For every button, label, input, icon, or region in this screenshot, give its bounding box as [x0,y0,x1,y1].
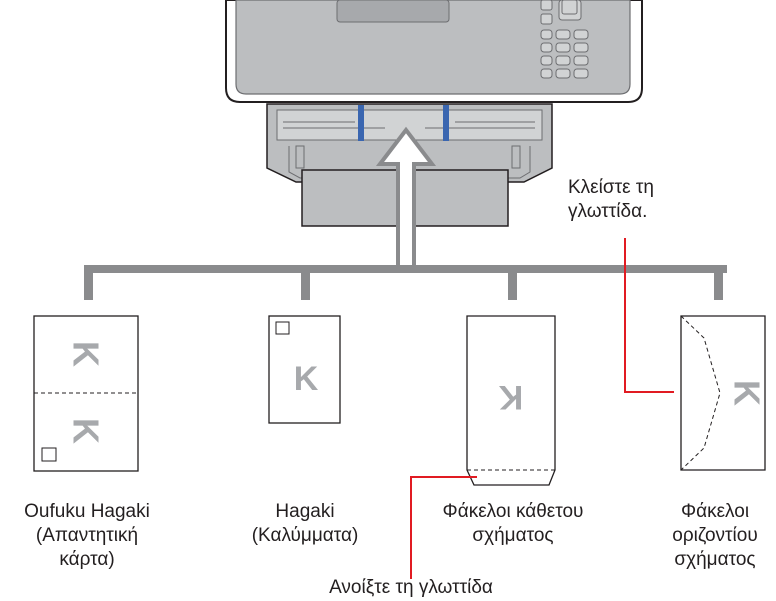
portrait-envelope: K [466,315,556,486]
media-connector [84,265,727,300]
control-panel [540,0,589,79]
close-flap-callout: Κλείστε τη γλωττίδα. [568,176,654,224]
open-flap-callout: Ανοίξτε τη γλωττίδα [290,576,532,600]
media-label-line: σχήματος [472,525,554,546]
hagaki-card: K [268,315,341,424]
media-label-line: οριζοντίου [672,525,758,546]
insertion-arrow [375,126,437,268]
card-k-mark: K [294,360,319,398]
media-label-line: (Καλύμματα) [251,525,359,546]
open-flap-callout-line [410,476,477,579]
media-label-line: σχήματος [674,549,756,570]
media-label-hagaki: Hagaki (Καλύμματα) [225,500,385,548]
paper-width-guide-left [358,105,364,141]
media-label-line: κάρτα) [59,549,115,570]
envelope-k-mark: K [498,378,523,416]
media-label-line: Φάκελοι [680,501,750,522]
oufuku-hagaki-card: K K [33,315,139,472]
card-k-mark: K [66,341,107,367]
landscape-envelope: K [680,315,768,471]
media-label-oufuku: Oufuku Hagaki (Απαντητική κάρτα) [2,500,172,572]
media-label-portrait-envelope: Φάκελοι κάθετου σχήματος [420,500,606,548]
media-label-line: Φάκελοι κάθετου [442,501,584,522]
media-label-line: Oufuku Hagaki [24,501,150,522]
callout-line: Ανοίξτε τη γλωττίδα [329,577,493,598]
media-label-line: (Απαντητική [35,525,139,546]
media-label-landscape-envelope: Φάκελοι οριζοντίου σχήματος [656,500,774,572]
close-flap-callout-line [624,238,674,393]
callout-line: γλωττίδα. [568,201,648,222]
card-k-mark: K [66,418,107,444]
envelope-k-mark: K [727,380,768,406]
printer-illustration [225,0,643,103]
paper-width-guide-right [443,105,449,141]
media-label-line: Hagaki [275,501,335,522]
callout-line: Κλείστε τη [568,177,654,198]
